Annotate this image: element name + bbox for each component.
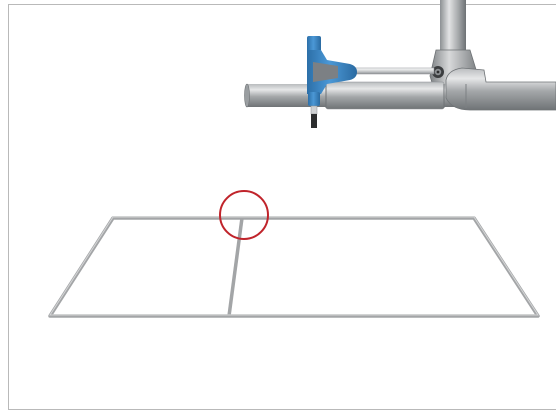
joint-sleeve: [325, 81, 445, 110]
frame-highlight: [49, 216, 539, 316]
hex-key-handle-insert: [313, 62, 338, 82]
pipe-end-cap: [244, 83, 250, 108]
frame-outline: [48, 216, 540, 318]
frame-center-bar: [227, 217, 244, 317]
vertical-pipe: [440, 0, 466, 52]
image-border: [8, 4, 556, 410]
tee-connector: [445, 67, 556, 111]
frame-outer-edge: [48, 216, 540, 318]
bolt-head: [432, 66, 444, 78]
pipe-assembly: [244, 0, 556, 111]
hex-key-tip: [310, 105, 318, 115]
hex-key-handle-bottom: [308, 92, 320, 106]
highlight-circle: [219, 190, 269, 240]
hex-key: [307, 36, 435, 128]
hex-key-rod: [343, 67, 435, 75]
hex-key-handle-top: [307, 36, 321, 52]
